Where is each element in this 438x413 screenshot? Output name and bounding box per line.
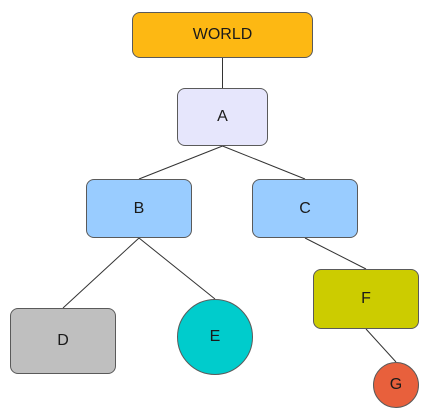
node-label-a: A [217, 108, 228, 125]
node-label-b: B [133, 199, 145, 217]
edge-a-c [222, 145, 306, 180]
node-label-e: E [209, 328, 221, 345]
node-a: A [177, 88, 268, 146]
node-e: E [177, 299, 253, 375]
node-label-f: F [361, 290, 371, 307]
node-label-d: D [57, 332, 69, 349]
node-label-world: WORLD [192, 26, 253, 43]
edge-c-f [304, 237, 367, 270]
edge-f-g [365, 328, 397, 363]
edge-a-b [138, 145, 223, 180]
node-g: G [373, 362, 419, 408]
node-label-c: C [299, 199, 311, 217]
node-world: WORLD [132, 12, 313, 58]
node-b: B [86, 179, 192, 238]
edge-b-d [62, 237, 140, 309]
edge-b-e [138, 237, 216, 300]
node-d: D [10, 308, 116, 374]
node-c: C [252, 179, 358, 238]
node-f: F [313, 269, 419, 329]
node-label-g: G [389, 376, 403, 393]
